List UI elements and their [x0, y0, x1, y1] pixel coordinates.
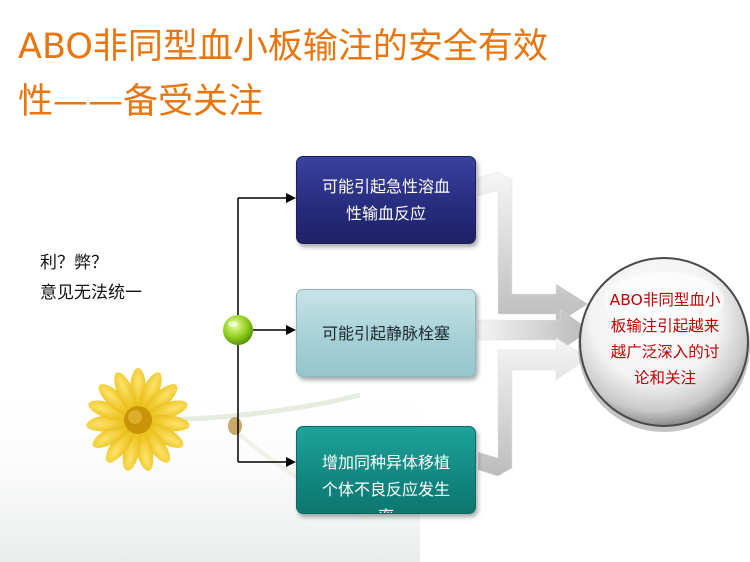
box3-line-2: 个体不良反应发生: [321, 480, 450, 499]
box3-line-1: 增加同种异体移植: [321, 453, 450, 472]
conclusion-line-4: 论和关注: [633, 369, 696, 387]
box1-line-1: 可能引起急性溶血: [321, 177, 450, 196]
question-line-1: 利？弊？: [40, 253, 108, 273]
flower-bud: [228, 417, 242, 435]
gray-arrow-top: [477, 171, 589, 325]
conclusion-line-3: 越广泛深入的讨: [610, 343, 720, 361]
conclusion-line-2: 板输注引起越来: [610, 317, 720, 335]
gray-arrow-bottom: [477, 337, 589, 477]
page-title: ABO非同型血小板输注的安全有效 性——备受关注: [18, 20, 738, 130]
box-acute-hemolysis: 可能引起急性溶血 性输血反应: [296, 156, 476, 244]
flower-icon: [86, 368, 190, 471]
arrowheads: [286, 193, 296, 467]
box-transplant-adverse-reaction: 增加同种异体移植 个体不良反应发生 率: [296, 426, 476, 514]
question-text: 利？弊？ 意见无法统一: [40, 248, 142, 308]
box3-line-3: 率: [322, 503, 450, 513]
box2-line-1: 可能引起静脉栓塞: [321, 323, 450, 343]
title-line-1: ABO非同型血小板输注的安全有效: [18, 27, 548, 67]
title-line-2: 性——备受关注: [18, 82, 264, 122]
box-venous-thrombosis: 可能引起静脉栓塞: [296, 289, 476, 377]
conclusion-line-1: ABO非同型血小: [609, 291, 721, 309]
question-line-2: 意见无法统一: [40, 283, 142, 303]
conclusion-text: ABO非同型血小 板输注引起越来 越广泛深入的讨 论和关注: [590, 287, 740, 391]
box1-line-2: 性输血反应: [345, 204, 426, 223]
green-node-icon: [223, 315, 253, 345]
gray-arrow-middle: [477, 308, 591, 352]
